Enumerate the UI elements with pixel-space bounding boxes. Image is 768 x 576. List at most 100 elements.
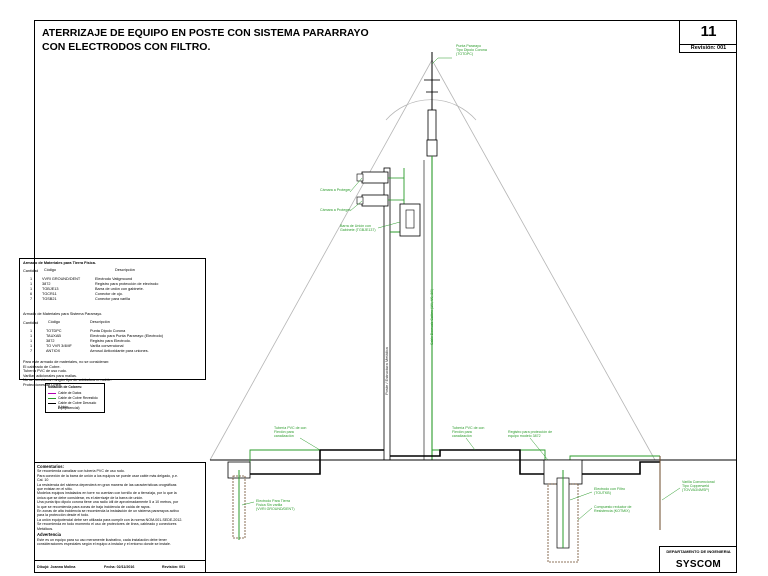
- materials-note: El cableado de Cobre.: [23, 364, 61, 369]
- material-qty: 7: [30, 297, 33, 301]
- drawing-date: Fecha: 02/11/2016: [104, 565, 135, 569]
- material-qty: 1: [30, 282, 33, 286]
- comment-line: única que se debe considerar, es el ater…: [37, 495, 144, 500]
- material-desc: Electrodo Vatigmound: [95, 277, 133, 281]
- material-qty: 1: [30, 277, 33, 281]
- label-electrode-filter: Electrodo con Filtro (TOUTKB): [594, 487, 625, 496]
- footer-revision: Revisión: 001: [162, 565, 186, 569]
- material-code: TGSB21: [42, 297, 57, 301]
- protection-arc: [385, 99, 477, 121]
- label-camera-2: Cámara a Proteger: [320, 208, 351, 212]
- label-ground-electrode-left: Electrodo Para Tierra Física Sin varilla…: [256, 499, 295, 512]
- material-desc: Barra de unión con gabinete.: [95, 287, 144, 291]
- protection-cone-left: [209, 59, 433, 461]
- material-code: 3872: [46, 339, 55, 343]
- materials-notes: Para este armado de materiales, no se co…: [23, 360, 203, 388]
- label-pvc-right: Tubería PVC de con Flexión para canaliza…: [452, 426, 485, 439]
- trench-right-green-2: [569, 455, 660, 470]
- comment-line: En zonas de alta incidencia se recomiend…: [37, 509, 180, 514]
- material-row: 7 TGSB21 Conector para varilla: [20, 297, 205, 302]
- legend-swatch: [48, 393, 56, 394]
- legend-label: Equipotencial): [58, 406, 80, 410]
- label-conductive-compound: Compuesto reductor de Resistencia (KOTMI…: [594, 505, 632, 514]
- trench-left-black: [248, 449, 384, 475]
- company-name: SYSCOM: [675, 559, 722, 570]
- legend-label: Cable de Cobre Desnudo (Unión: [58, 401, 97, 410]
- materials-note: No se consideran ningún tipo de soldadur…: [23, 378, 112, 383]
- materials-note: Varillas adicionales para mallas.: [23, 373, 77, 378]
- ml-col-desc: Descripción: [90, 320, 110, 324]
- legend-swatch: [48, 398, 56, 399]
- material-code: ANTIOX: [46, 349, 61, 353]
- material-desc: Electrodo para Punta Pararrayo (Electrod…: [90, 334, 164, 338]
- label-pole: Poste / Estructura Metálica: [384, 347, 389, 395]
- leader-ground-bar: [377, 221, 401, 229]
- ml-col-code: Código: [48, 320, 61, 324]
- leader-conventional: [661, 487, 681, 501]
- legend-swatch: [48, 403, 56, 404]
- material-desc: Varilla convencional: [90, 344, 124, 348]
- department-label: DEPARTAMENTO DE INGENIERIA: [666, 549, 731, 554]
- material-code: TO VVR 3/4MF: [46, 344, 72, 348]
- comment-line: Para conexión de la barra de unión a los…: [37, 473, 179, 478]
- pole: [383, 167, 391, 461]
- drawn-by: Dibujó: Joanna Molina: [37, 565, 76, 569]
- trench-right-green: [432, 449, 546, 465]
- leader-electrode-left: [241, 501, 255, 506]
- materials-note: Tubería PVC de uso rudo.: [23, 369, 67, 374]
- title-line-1: ATERRIZAJE DE EQUIPO EN POSTE CON SISTEM…: [42, 27, 369, 39]
- material-qty: 1: [30, 344, 33, 348]
- sheet-number-box: 11 Revisión: 001: [679, 20, 737, 53]
- material-qty: 1: [30, 334, 33, 338]
- legend-label: Cable de Datos: [58, 391, 82, 395]
- leader-register: [529, 437, 549, 461]
- camera-2: [356, 194, 404, 207]
- material-qty: 7: [30, 349, 33, 353]
- material-desc: Punta Dipolo Corona: [90, 329, 126, 333]
- material-code: TAUXAB: [46, 334, 61, 338]
- material-desc: Conector de ojo.: [95, 292, 123, 296]
- warning-header: Advertencia: [37, 532, 61, 538]
- materials-note: Para este armado de materiales, no se co…: [23, 360, 110, 364]
- comment-line: La resistencia del sistema dependerá en …: [37, 482, 177, 487]
- comment-line: Se recomienda en todo momento el uso de …: [37, 522, 177, 527]
- label-pvc-left: Tubería PVC de con Flexión para canaliza…: [274, 426, 307, 439]
- material-code: TGBJE13: [42, 287, 59, 291]
- material-code: TGCR11: [42, 292, 57, 296]
- trench-right-black: [390, 449, 660, 475]
- warning-line: consideraciones especiales según el equi…: [37, 541, 171, 546]
- comments-header: Comentarios:: [37, 464, 64, 469]
- comment-line: Metálicos.: [37, 526, 54, 531]
- camera-1: [356, 171, 404, 184]
- label-pararrayo-tip: Punta Pararayo Tipo Dipolo Corona (TOTDP…: [456, 44, 487, 57]
- comment-line: Modelos equipos instalados en torre no c…: [37, 491, 177, 496]
- materials-ground-header: Armado de Materiales para Tierra Física.: [23, 261, 96, 265]
- label-ground-bar: Barra de Unión con Gabinete (TGBJE137): [340, 224, 376, 233]
- leader-filter: [569, 491, 593, 501]
- label-conventional-electrode: Varilla Convencional Tipo Copperweld (TO…: [682, 480, 715, 493]
- leader-compound: [577, 507, 593, 521]
- materials-box: Armado de Materiales para Tierra Física.…: [19, 258, 206, 387]
- material-row: 1 TAUXAB Electrodo para Punta Pararrayo (E…: [20, 334, 205, 339]
- leader-rod: [431, 57, 452, 65]
- leader-pvc-left: [299, 437, 321, 451]
- material-desc: Conector para varilla: [95, 297, 131, 301]
- drawing-frame: [34, 20, 737, 573]
- comment-line: Cal. 10: [37, 478, 49, 483]
- ml-col-qty: Cantidad: [23, 321, 39, 325]
- legend-label: Cable de Cobre Revestido: [58, 396, 98, 400]
- comment-line: para la protección desde el todo.: [37, 513, 90, 518]
- material-desc: Registro para protección de electrodo: [95, 282, 159, 286]
- protection-cone-right: [431, 59, 656, 461]
- comment-line: que existan en el sitio.: [37, 487, 73, 492]
- leader-pvc-right: [465, 437, 476, 451]
- company-box: DEPARTAMENTO DE INGENIERIA SYSCOM: [659, 546, 737, 573]
- ground-bar: [405, 209, 415, 229]
